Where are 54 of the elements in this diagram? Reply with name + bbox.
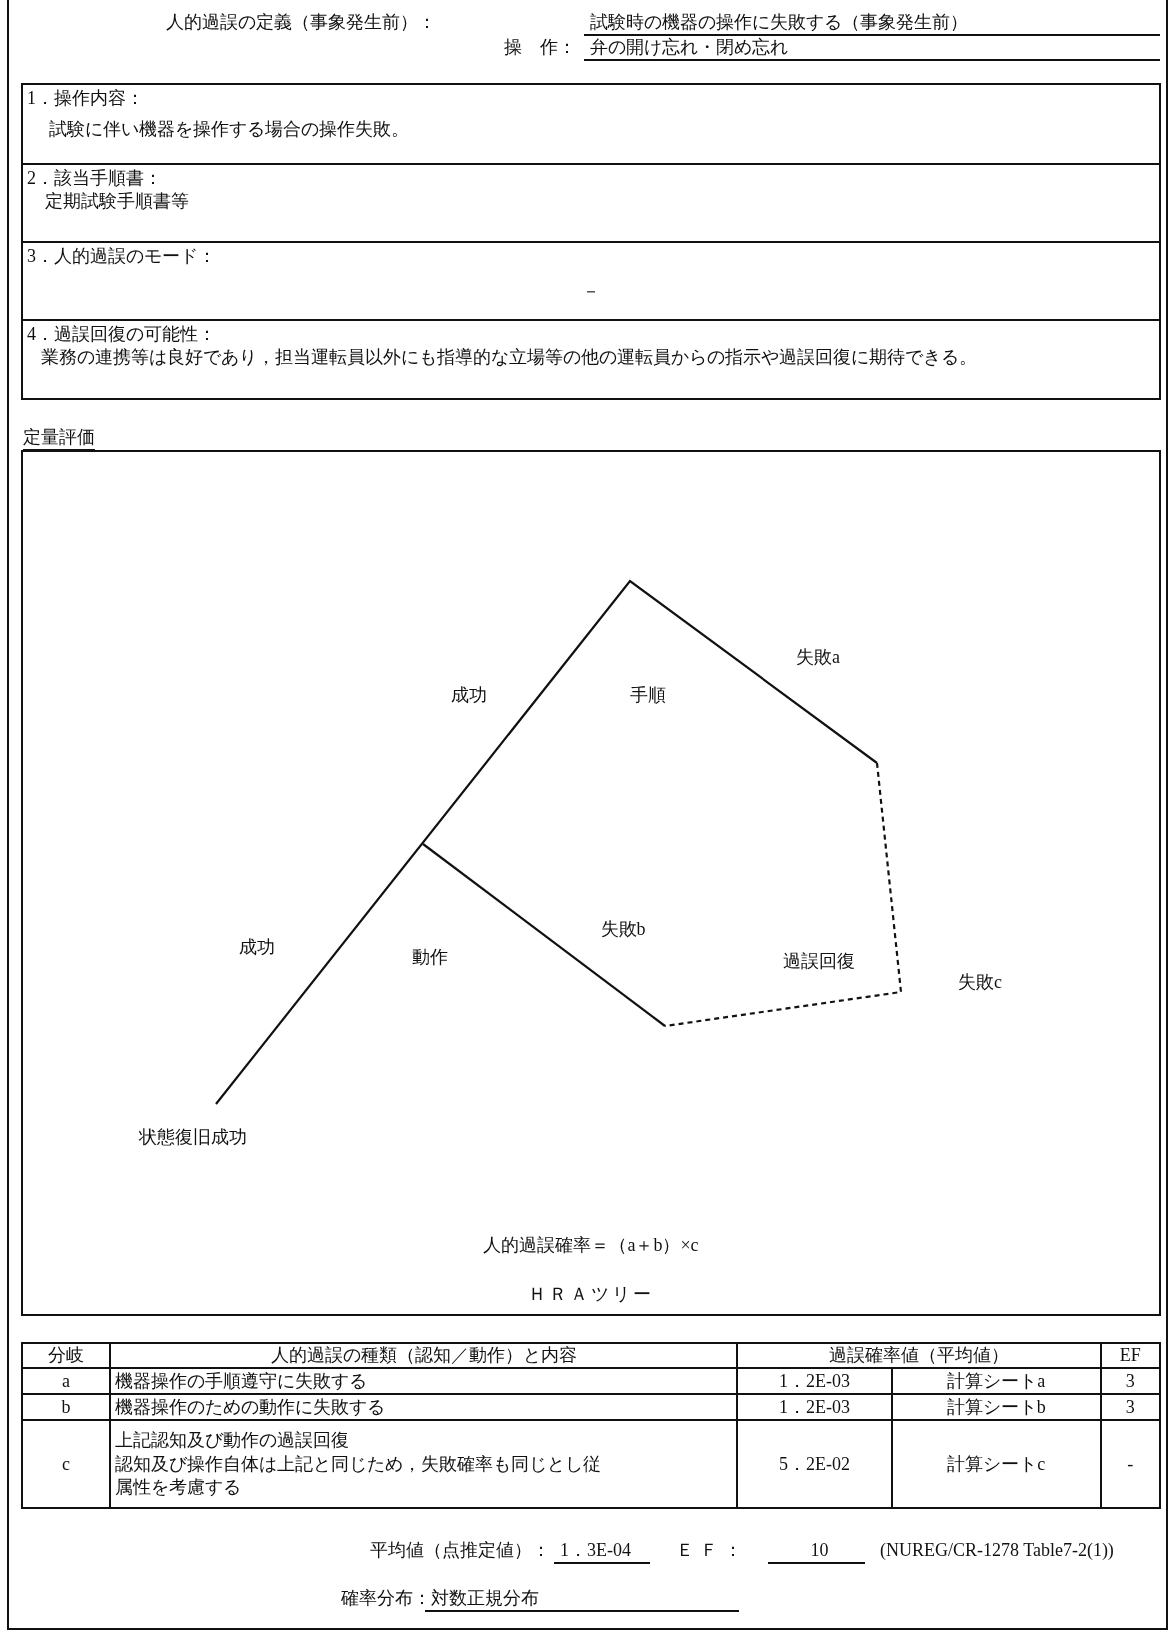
section-text: － <box>581 280 601 304</box>
section-box <box>21 319 1161 400</box>
table-cell: 1．2E-03 <box>737 1394 893 1421</box>
table-cell: 3 <box>1100 1394 1160 1421</box>
field-value: 1．3E-04 <box>554 1540 650 1564</box>
tree-label: 成功 <box>451 685 487 707</box>
reference-note: (NUREG/CR-1278 Table7-2(1)) <box>880 1540 1114 1562</box>
table-cell: 計算シートb <box>892 1394 1101 1421</box>
field-label: 人的過誤の定義（事象発生前）： <box>166 12 436 34</box>
tree-label: 過誤回復 <box>783 951 855 973</box>
field-value: 弁の開け忘れ・閉め忘れ <box>584 37 1160 61</box>
column-header: 過誤確率値（平均値） <box>737 1343 1101 1369</box>
table-cell: 機器操作のための動作に失敗する <box>110 1394 738 1421</box>
tree-caption: ＨＲＡツリー <box>527 1283 655 1306</box>
formula-text: 人的過誤確率＝（a＋b）×c <box>482 1234 700 1257</box>
tree-label: 動作 <box>412 947 448 969</box>
panel-heading: 定量評価 <box>23 425 95 451</box>
table-cell-text: 上記認知及び動作の過誤回復 <box>115 1429 351 1453</box>
section-box <box>21 241 1161 321</box>
column-header: 人的過誤の種類（認知／動作）と内容 <box>110 1343 738 1369</box>
tree-label: 失敗a <box>796 647 840 669</box>
column-header: EF <box>1100 1343 1160 1369</box>
tree-label: 状態復旧成功 <box>139 1127 247 1149</box>
section-heading: 3．人的過誤のモード： <box>26 245 217 268</box>
table-cell: 計算シートc <box>892 1420 1101 1509</box>
table-cell: 3 <box>1100 1368 1160 1395</box>
section-box <box>21 83 1161 165</box>
table-cell: a <box>22 1368 111 1395</box>
section-text: 定期試験手順書等 <box>44 190 190 214</box>
section-box <box>21 163 1161 243</box>
table-cell: 1．2E-03 <box>737 1368 893 1395</box>
field-label: 平均値（点推定値）： <box>370 1540 550 1562</box>
section-text: 業務の連携等は良好であり，担当運転員以外にも指導的な立場等の他の運転員からの指示や過誤回復に期待できる。 <box>40 346 978 370</box>
table-cell-text: 認知及び操作自体は上記と同じため，失敗確率も同じとし従属性を考慮する <box>115 1452 602 1500</box>
field-value: 試験時の機器の操作に失敗する（事象発生前） <box>584 12 1160 36</box>
tree-label: 失敗c <box>958 972 1002 994</box>
field-value: 10 <box>768 1540 865 1564</box>
section-text: 試験に伴い機器を操作する場合の操作失敗。 <box>48 118 410 142</box>
section-heading: 4．過誤回復の可能性： <box>26 323 217 346</box>
tree-label: 成功 <box>239 937 275 959</box>
field-label: 操 作： <box>504 37 576 59</box>
field-label: ＥＦ： <box>676 1540 748 1562</box>
section-heading: 1．操作内容： <box>26 87 145 110</box>
section-heading: 2．該当手順書： <box>26 167 163 190</box>
table-cell: c <box>22 1420 111 1509</box>
tree-label: 手順 <box>630 685 666 707</box>
column-header: 分岐 <box>22 1343 111 1369</box>
field-value: 対数正規分布 <box>425 1588 739 1612</box>
table-cell: b <box>22 1394 111 1421</box>
table-cell: 計算シートa <box>892 1368 1101 1395</box>
tree-label: 失敗b <box>600 919 646 941</box>
table-cell: 5．2E-02 <box>737 1420 893 1509</box>
table-cell: 機器操作の手順遵守に失敗する <box>110 1368 738 1395</box>
table-cell: - <box>1100 1420 1160 1509</box>
